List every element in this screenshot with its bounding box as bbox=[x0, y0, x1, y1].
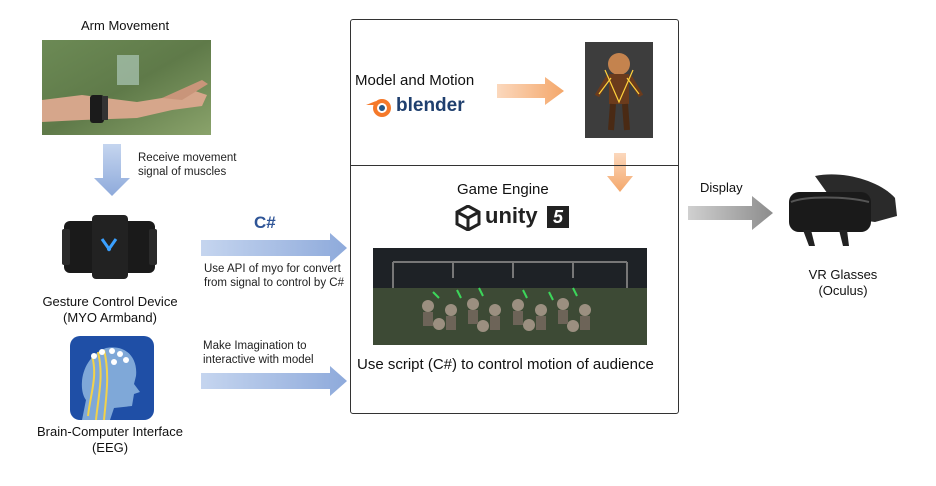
myo-label-line2: (MYO Armband) bbox=[63, 310, 157, 325]
myo-api-text: Use API of myo for convert from signal t… bbox=[204, 263, 344, 289]
arrow-eeg-to-engine bbox=[201, 366, 347, 396]
arrow-blender-to-model bbox=[497, 77, 564, 105]
script-control-text: Use script (C#) to control motion of aud… bbox=[357, 356, 654, 373]
arrow-arm-to-myo bbox=[94, 144, 130, 196]
imagination-text: Make Imagination to interactive with mod… bbox=[203, 340, 314, 366]
arm-movement-photo bbox=[42, 40, 211, 135]
unity-logo-text: unity bbox=[485, 203, 538, 228]
receive-movement-text: Receive movement signal of muscles bbox=[138, 152, 237, 178]
character-model-render bbox=[585, 42, 653, 138]
game-engine-label: Game Engine bbox=[457, 181, 549, 198]
myo-armband-photo bbox=[62, 215, 157, 279]
csharp-label: C# bbox=[254, 213, 276, 232]
eeg-brain-icon bbox=[70, 336, 154, 420]
arrow-display bbox=[688, 196, 773, 230]
eeg-label-line2: (EEG) bbox=[91, 440, 129, 455]
engine-box bbox=[350, 19, 679, 414]
unity-version-badge: 5 bbox=[547, 206, 569, 228]
engine-box-divider bbox=[351, 165, 678, 166]
arm-movement-title: Arm Movement bbox=[81, 18, 170, 33]
blender-logo-text: blender bbox=[396, 95, 465, 116]
eeg-label-line1: Brain-Computer Interface bbox=[37, 424, 183, 439]
myo-label-line1: Gesture Control Device bbox=[42, 294, 178, 309]
vr-label-line1: VR Glasses bbox=[808, 267, 878, 282]
arrow-myo-to-engine bbox=[201, 233, 347, 263]
model-motion-label: Model and Motion bbox=[355, 72, 475, 89]
vr-label-line2: (Oculus) bbox=[818, 283, 868, 298]
audience-scene-render bbox=[373, 248, 647, 345]
display-label: Display bbox=[700, 180, 743, 195]
vr-headset-photo bbox=[785, 172, 901, 250]
blender-logo: blender bbox=[366, 93, 476, 121]
unity-logo: unity 5 bbox=[455, 203, 575, 232]
arrow-model-to-engine bbox=[607, 153, 633, 192]
